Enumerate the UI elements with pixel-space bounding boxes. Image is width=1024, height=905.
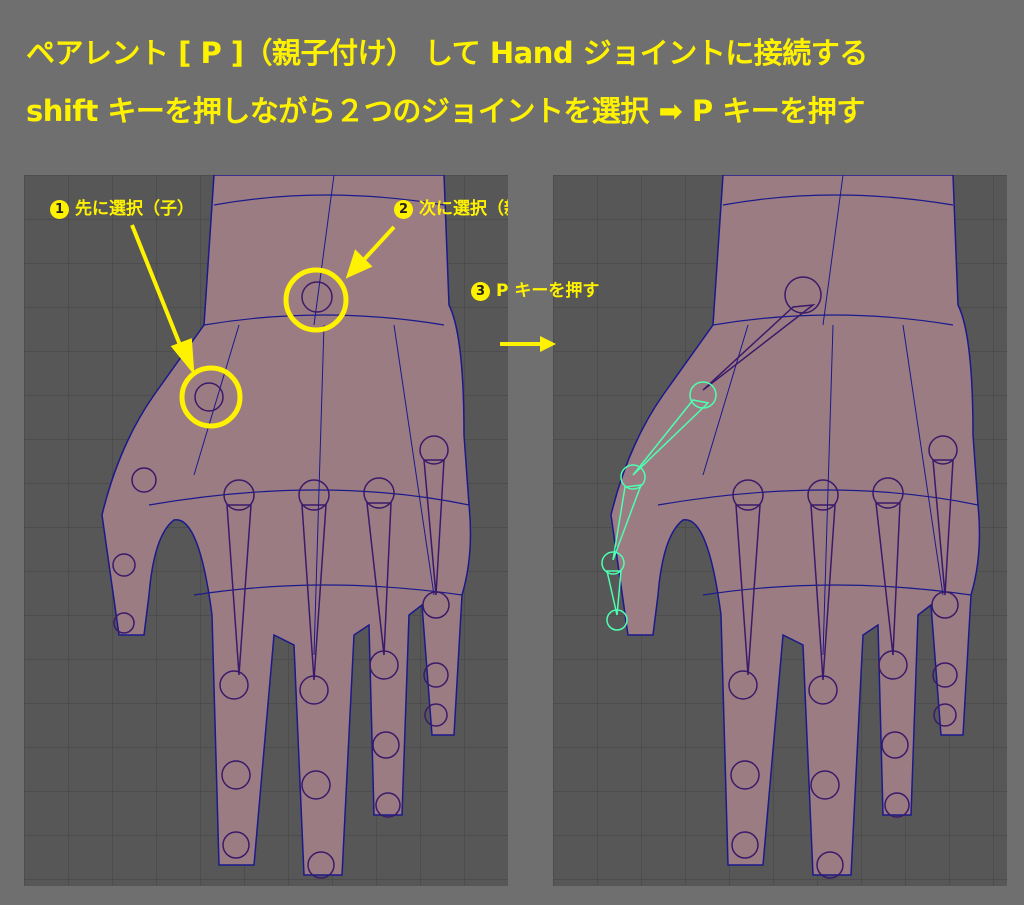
arrow-icon xyxy=(130,224,396,376)
title-line-1: ペアレント [ P ]（親子付け） して Hand ジョイントに接続する xyxy=(26,36,868,70)
selected-thumb-joints xyxy=(601,381,717,631)
selection-circle-parent xyxy=(283,267,349,333)
hand-model-before xyxy=(24,175,508,886)
arrow-right-icon xyxy=(500,336,556,352)
viewport-after[interactable] xyxy=(553,175,1007,886)
thumb-joints xyxy=(112,281,333,634)
title-line-2: shift キーを押しながら２つのジョイントを選択 ➡ P キーを押す xyxy=(26,94,865,128)
selection-circle-child xyxy=(179,365,243,429)
hand-model-after xyxy=(553,175,1007,886)
